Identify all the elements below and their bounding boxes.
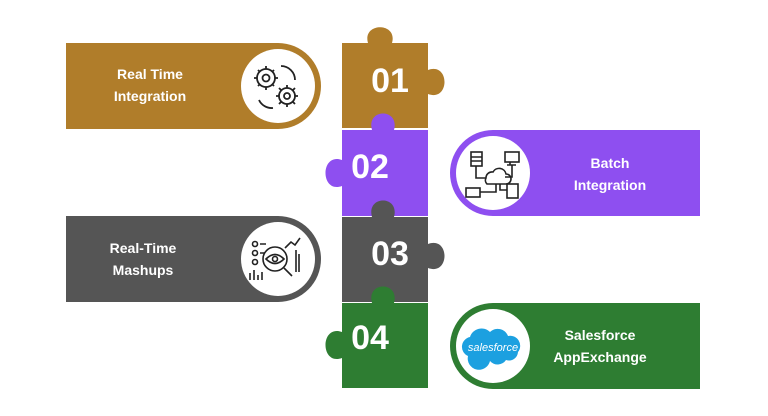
step-1-group [66,27,445,129]
step-4-label-line1: Salesforce [564,327,636,343]
step-1-number: 01 [371,62,409,100]
salesforce-logo-text: salesforce [468,342,518,354]
step-3-label-line1: Real-Time [109,240,177,256]
batch-network-icon [465,151,520,199]
analytics-eye-icon [249,237,301,280]
step-2-label: Batch Integration [555,152,665,196]
puzzle-piece-1 [342,27,445,128]
step-1-label-line1: Real Time [117,66,183,82]
step-2-label-line1: Batch [590,155,630,171]
step-4-label: Salesforce AppExchange [540,324,660,368]
step-3-number: 03 [371,235,409,273]
puzzle-piece-4 [325,286,428,388]
puzzle-piece-2 [325,113,428,216]
salesforce-logo: salesforce [461,328,521,370]
step-3-label: Real-Time Mashups [88,237,198,281]
step-1-icon-ring [241,49,315,123]
step-1-label-line2: Integration [113,88,187,104]
step-4-label-line2: AppExchange [553,349,647,365]
step-3-label-line2: Mashups [112,262,174,278]
step-2-icon-ring [456,136,530,210]
step-4-group [325,286,700,389]
puzzle-piece-3 [342,200,445,302]
step-2-label-line2: Integration [573,177,647,193]
step-2-number: 02 [351,148,389,186]
step-4-number: 04 [351,319,389,357]
gears-icon [254,65,298,109]
step-3-group [66,200,445,302]
step-1-label: Real Time Integration [100,63,200,107]
